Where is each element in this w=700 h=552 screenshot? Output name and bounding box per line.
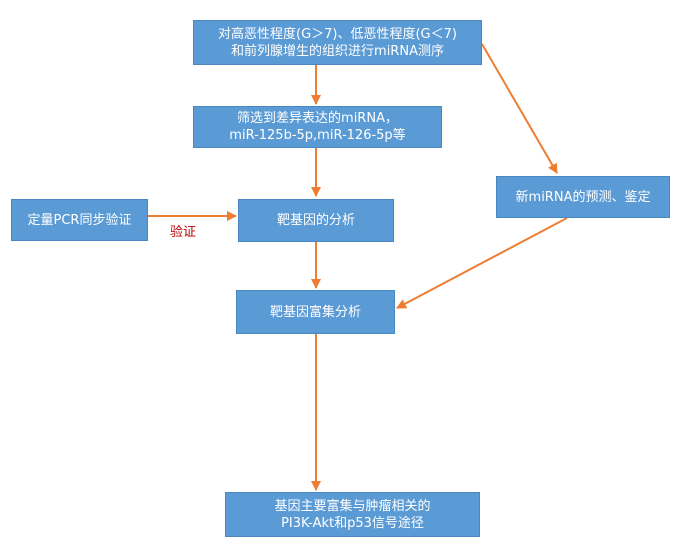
node-pathways-line-1: 基因主要富集与肿瘤相关的 [274, 498, 431, 514]
node-target-analysis: 靶基因的分析 [238, 199, 394, 242]
node-sequencing-line-2: 和前列腺增生的组织进行miRNA测序 [231, 43, 444, 59]
node-qpcr: 定量PCR同步验证 [11, 199, 148, 241]
node-pathways: 基因主要富集与肿瘤相关的 PI3K-Akt和p53信号途径 [225, 492, 480, 537]
node-new-mirna-line-1: 新miRNA的预测、鉴定 [515, 189, 651, 205]
node-sequencing-line-1: 对高恶性程度(G＞7)、低恶性程度(G＜7) [218, 26, 457, 42]
node-screening: 筛选到差异表达的miRNA， miR-125b-5p,miR-126-5p等 [193, 106, 442, 148]
node-qpcr-line-1: 定量PCR同步验证 [27, 212, 132, 228]
arrow-sequencing-to-new-mirna [481, 43, 558, 174]
node-screening-line-1: 筛选到差异表达的miRNA， [237, 111, 398, 126]
node-screening-line-2: miR-125b-5p,miR-126-5p等 [229, 128, 406, 143]
arrow-new-mirna-to-enrichment [396, 217, 568, 309]
node-new-mirna: 新miRNA的预测、鉴定 [496, 176, 670, 218]
edge-label-verify: 验证 [170, 225, 197, 240]
node-sequencing: 对高恶性程度(G＞7)、低恶性程度(G＜7) 和前列腺增生的组织进行miRNA测… [193, 20, 482, 65]
node-target-analysis-line-1: 靶基因的分析 [276, 213, 355, 228]
node-pathways-line-2: PI3K-Akt和p53信号途径 [281, 515, 424, 531]
node-enrichment-line-1: 靶基因富集分析 [269, 304, 361, 320]
node-enrichment: 靶基因富集分析 [236, 290, 395, 334]
